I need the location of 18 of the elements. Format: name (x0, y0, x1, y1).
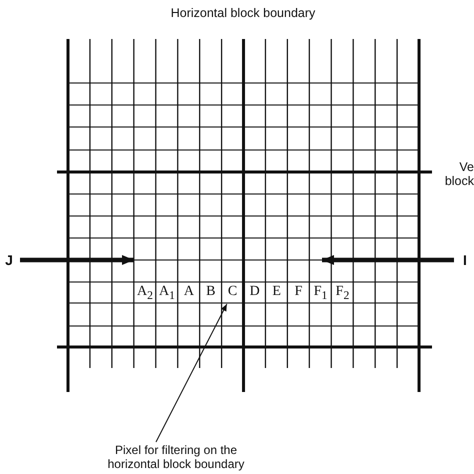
pixel-letter: F$_{2}$ (334, 284, 350, 304)
boundary-label: Ve block (444, 160, 474, 188)
leader-line (156, 304, 228, 442)
edge-letter: J (0, 251, 18, 269)
pixel-letter: A (182, 284, 195, 300)
pixel-letter: F (294, 284, 304, 300)
arrow (322, 255, 454, 265)
pixel-letter: A$_{1}$ (158, 284, 176, 304)
pixel-letter: D (248, 284, 261, 300)
pixel-letter: B (205, 284, 216, 300)
pixel-letter: A$_{2}$ (136, 284, 154, 304)
edge-letter: I (456, 251, 474, 269)
arrow (20, 255, 134, 265)
pixel-letter: E (271, 284, 282, 300)
pixel-letter: C (222, 284, 243, 300)
callout-text: Pixel for filtering on the horizontal block boundary (88, 443, 264, 471)
pixel-letter: F$_{1}$ (312, 284, 328, 304)
boundary-label: Horizontal block boundary (170, 6, 316, 20)
